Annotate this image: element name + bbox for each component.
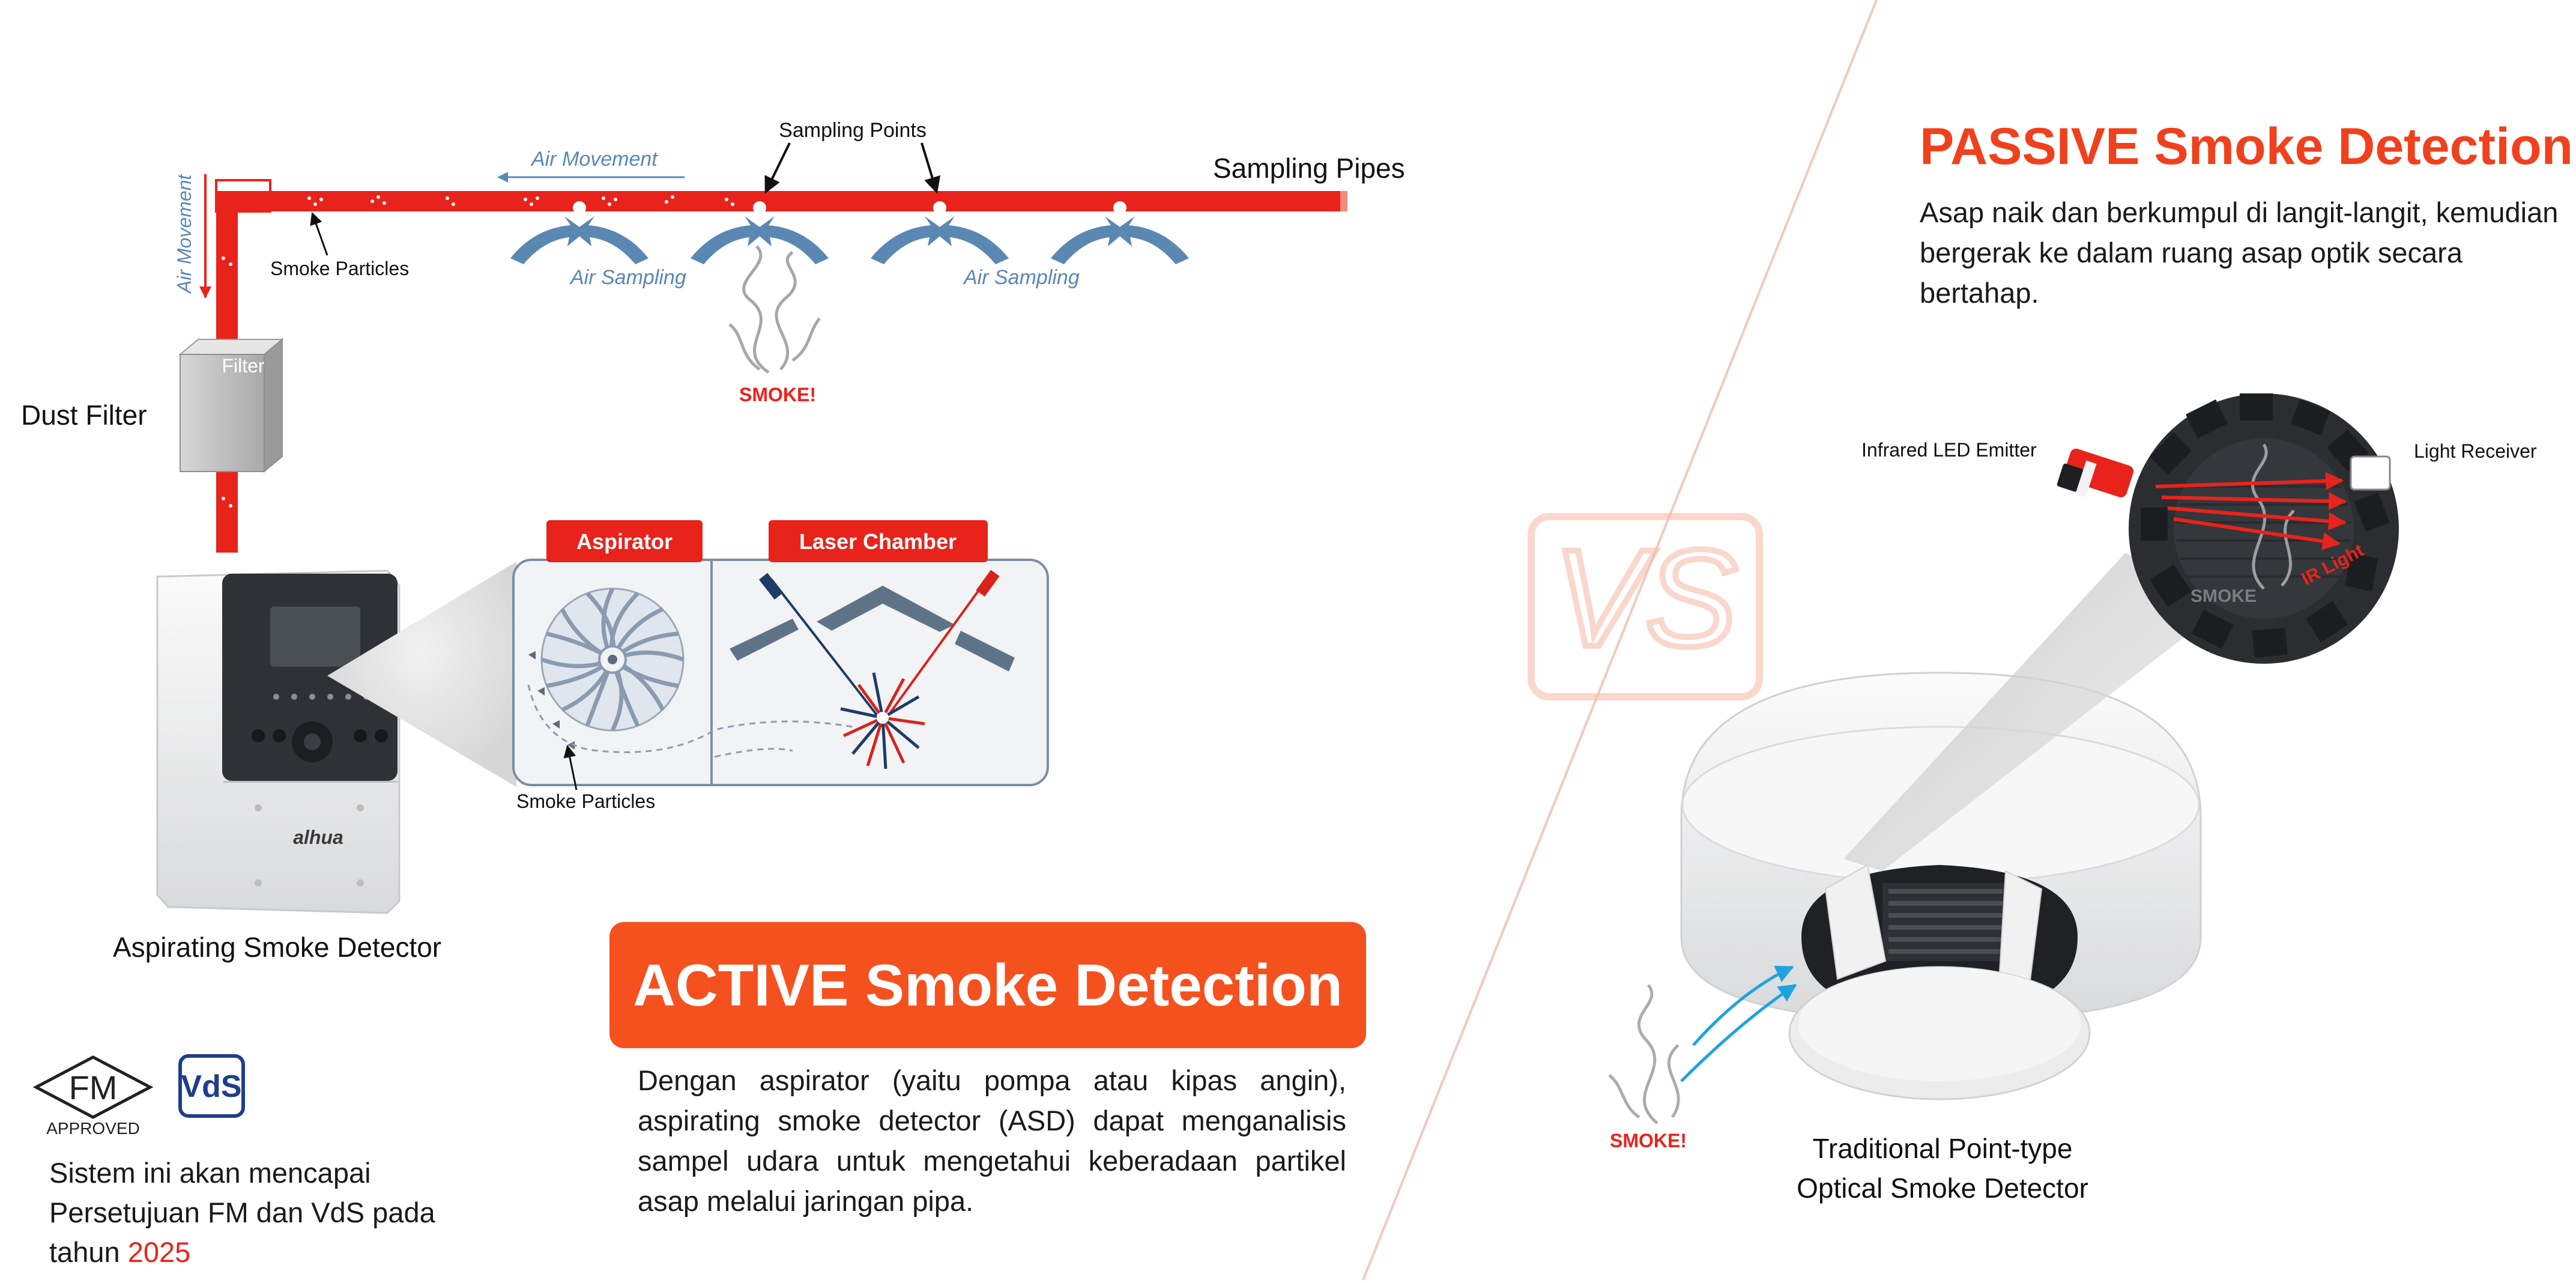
vds-logo-text: VdS [181, 1069, 241, 1104]
passive-title: PASSIVE Smoke Detection [1920, 118, 2574, 175]
smoke-label-left: SMOKE! [739, 384, 816, 405]
fm-approved-logo: FM APPROVED [32, 1055, 154, 1138]
laser-chamber-label: Laser Chamber [799, 529, 957, 554]
smoke-icon [1608, 984, 1680, 1124]
zoom-beam [1843, 553, 2216, 871]
sampling-points-label: Sampling Points [779, 119, 927, 142]
scatter-burst [840, 672, 925, 769]
air-movement-horizontal-label: Air Movement [530, 148, 658, 171]
vds-logo: VdS [178, 1054, 245, 1118]
ir-beams [2155, 472, 2347, 550]
air-sampling-arrows [510, 216, 1189, 264]
air-sampling-label-1: Air Sampling [569, 266, 686, 289]
fm-logo-text: FM [69, 1069, 118, 1106]
air-sampling-label-2: Air Sampling [963, 266, 1080, 289]
chamber-cutaway-panel [512, 559, 1049, 786]
sampling-pipe-network [215, 179, 1347, 553]
active-description: Dengan aspirator (yaitu pompa atau kipas… [638, 1064, 1346, 1217]
horizontal-sampling-pipe [258, 191, 1344, 211]
light-receiver [2350, 455, 2391, 491]
certification-body: Sistem ini akan mencapai Persetujuan FM … [49, 1157, 435, 1268]
point-smoke-detector [1680, 672, 2202, 1100]
laser-chamber-tag: Laser Chamber [769, 520, 988, 562]
vs-text: VS [1553, 521, 1738, 675]
pipe-particles [222, 195, 734, 508]
ir-led-emitter [2057, 448, 2134, 498]
certification-year: 2025 [127, 1236, 191, 1268]
zoomed-optical-chamber: SMOKE IR Light [2057, 393, 2399, 664]
air-movement-vertical-label: Air Movement [174, 174, 195, 295]
detector-label-line1: Traditional Point-type [1813, 1133, 2073, 1164]
divider-line [1362, 0, 1878, 1281]
smoke-particles-pipe-label: Smoke Particles [270, 258, 409, 279]
dust-filter-label: Dust Filter [21, 399, 147, 431]
aspirator-tag: Aspirator [546, 520, 703, 562]
detector-label-line2: Optical Smoke Detector [1797, 1172, 2088, 1204]
device-brand-logo: alhua [293, 827, 343, 848]
filter-text: Filter [222, 355, 264, 377]
aspirator-label: Aspirator [576, 529, 673, 554]
aspirating-smoke-detector-device: alhua [156, 569, 401, 914]
smoke-label-right: SMOKE! [1610, 1130, 1687, 1151]
vs-watermark-icon: VS [1528, 513, 1763, 700]
smoke-particles-chamber-label: Smoke Particles [516, 790, 655, 812]
light-receiver-label: Light Receiver [2414, 440, 2537, 462]
fm-approved-text: APPROVED [46, 1119, 140, 1138]
passive-description: Asap naik dan berkumpul di langit-langit… [1920, 196, 2559, 309]
zoom-cone [327, 562, 516, 787]
sampling-pipes-label: Sampling Pipes [1213, 153, 1405, 184]
dust-filter: Filter [178, 338, 284, 473]
sampling-holes [573, 201, 1126, 214]
active-title-box: ACTIVE Smoke Detection [609, 922, 1366, 1048]
smoke-icon [728, 245, 821, 374]
infrared-led-emitter-label: Infrared LED Emitter [1861, 439, 2037, 461]
active-title: ACTIVE Smoke Detection [633, 951, 1343, 1018]
chamber-smoke-label: SMOKE [2191, 586, 2257, 606]
vertical-pipe-lower [216, 472, 238, 553]
aspirating-device-label: Aspirating Smoke Detector [113, 932, 441, 963]
aspirator-fan-icon [540, 587, 685, 732]
certification-text: Sistem ini akan mencapai Persetujuan FM … [49, 1153, 506, 1272]
